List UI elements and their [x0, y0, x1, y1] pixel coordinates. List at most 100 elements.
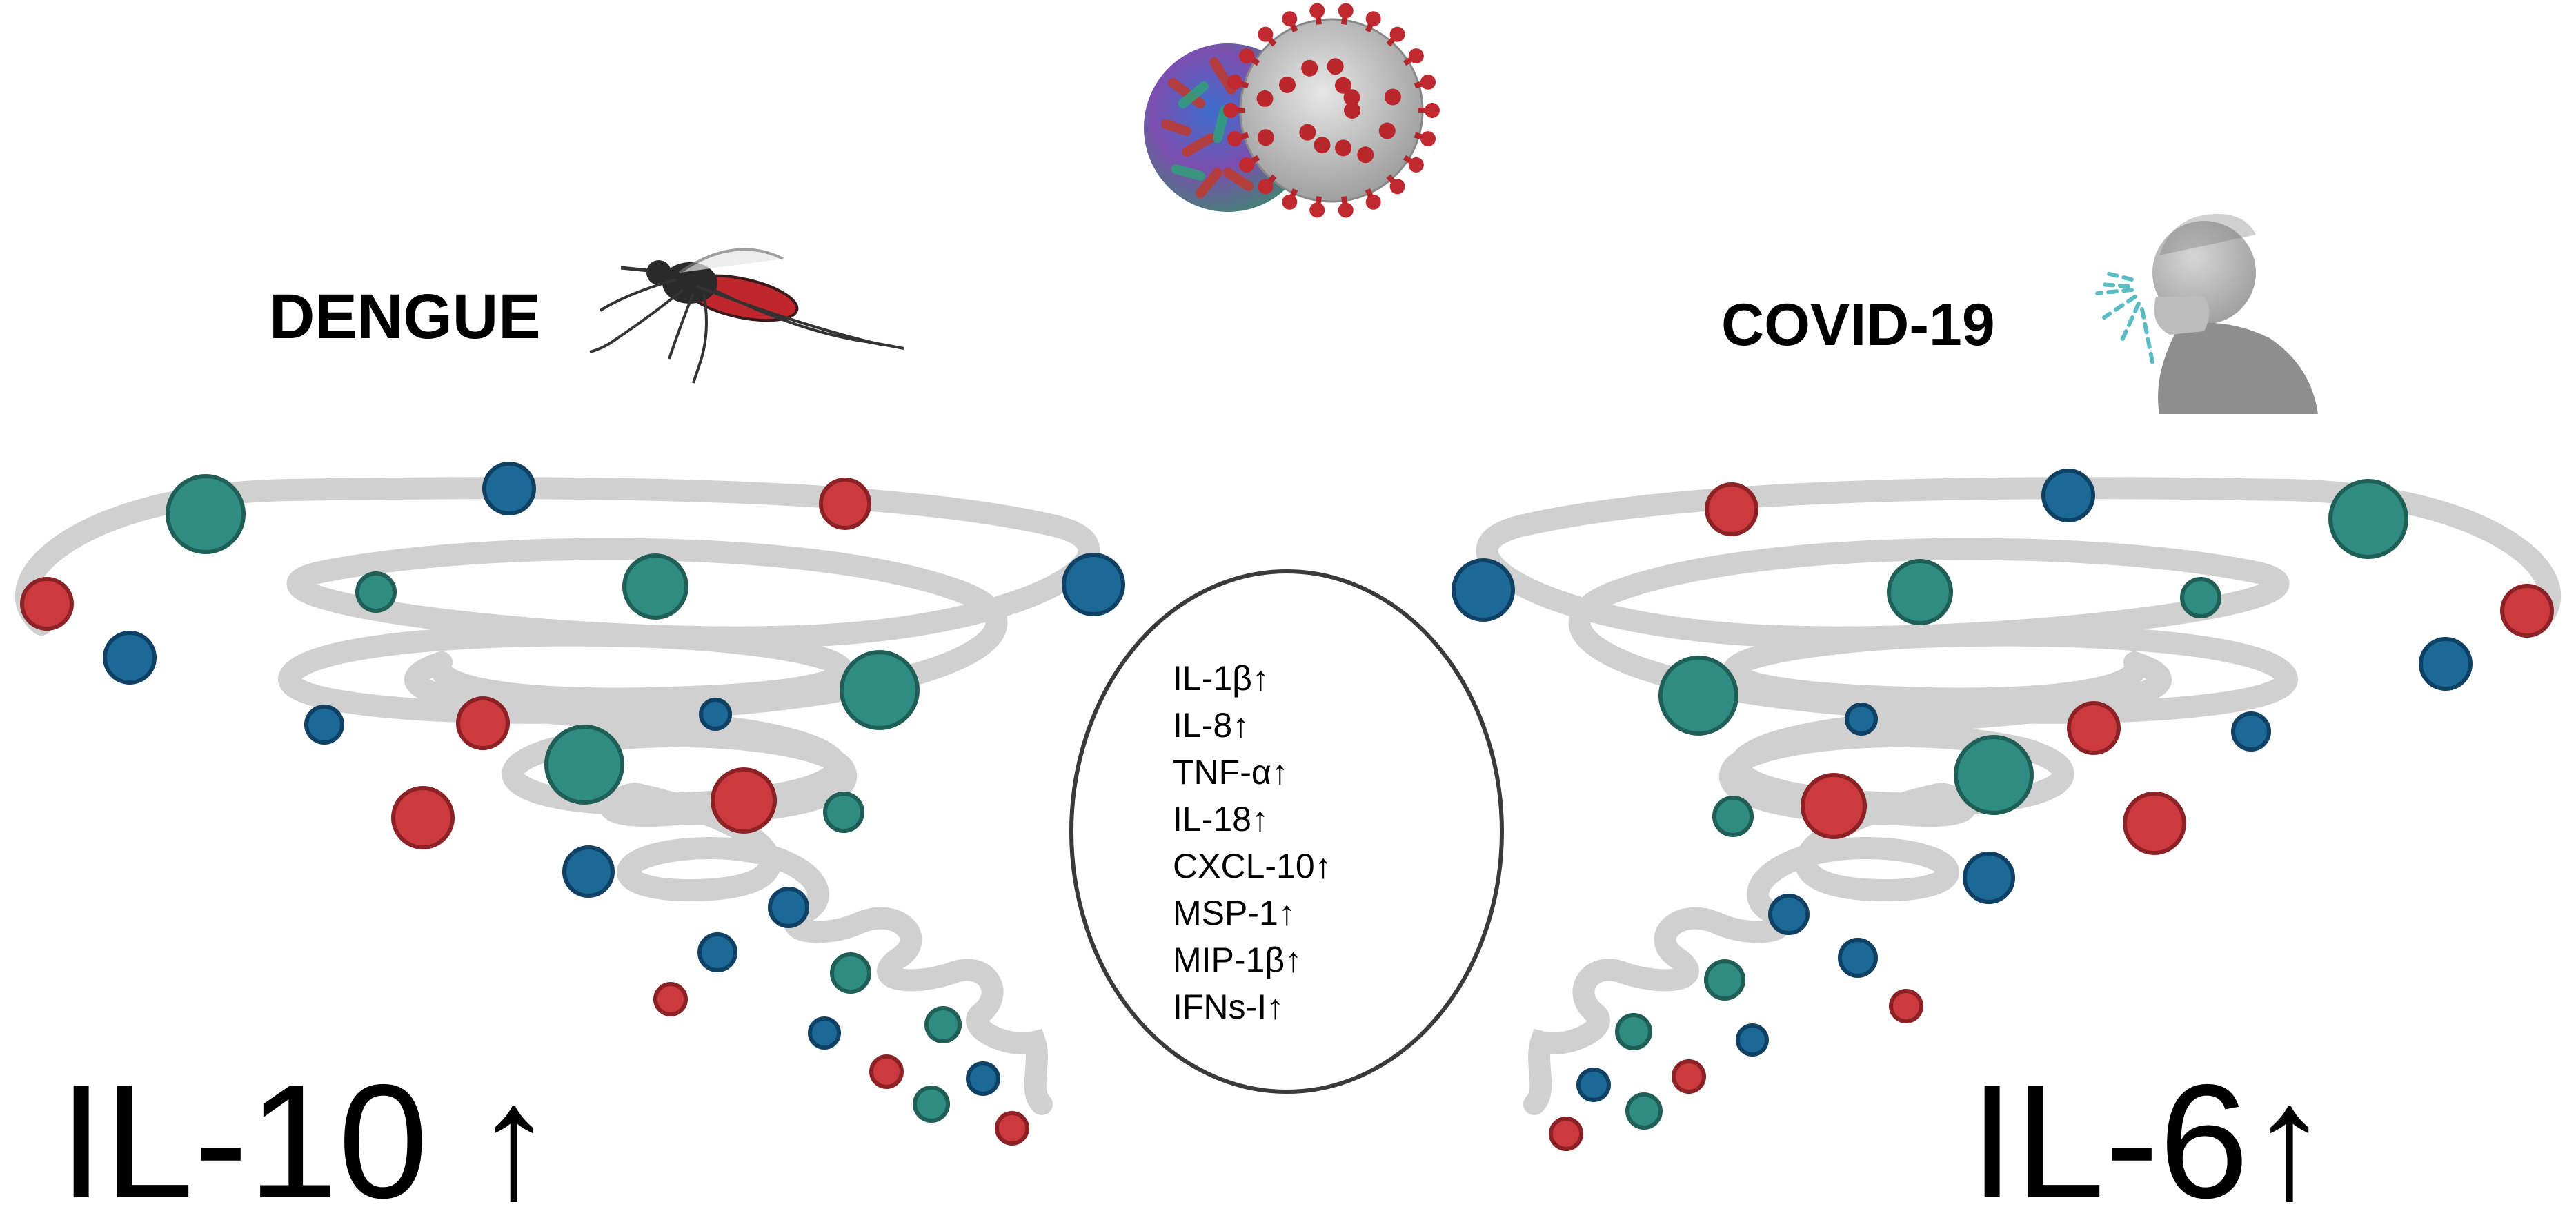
cytokine-dot: [2067, 701, 2121, 755]
cytokine-dot: [1889, 989, 1923, 1023]
left-cytokine-spiral: [14, 477, 1100, 1115]
cytokine-item: CXCL-10↑: [1173, 847, 1332, 885]
surface-spike: [1334, 77, 1351, 94]
surface-spike: [1343, 89, 1360, 106]
cytokine-dot: [1838, 938, 1878, 978]
cytokine-dot: [1705, 482, 1758, 536]
cytokine-dot: [830, 952, 871, 994]
cytokine-dot: [966, 1061, 1000, 1096]
surface-spike: [1278, 76, 1296, 93]
cytokine-dot: [653, 982, 688, 1016]
cytokine-dot: [2500, 584, 2554, 638]
cytokine-dot: [1452, 558, 1515, 622]
cytokine-dot: [1736, 1023, 1769, 1057]
spike-head: [1227, 131, 1242, 147]
cytokine-dot: [1549, 1117, 1583, 1151]
spike-head: [1223, 103, 1238, 118]
spike-head: [1227, 74, 1242, 90]
surface-spike: [1257, 129, 1274, 146]
cytokine-dot: [840, 650, 920, 730]
coughing-person-icon: [2095, 214, 2318, 414]
cytokine-dot: [924, 1006, 962, 1043]
spike-head: [1338, 202, 1354, 218]
cytokine-dot: [1658, 656, 1738, 736]
dengue-label: DENGUE: [269, 282, 541, 352]
cytokine-dot: [808, 1016, 841, 1050]
cytokine-dot: [355, 571, 397, 613]
cytokine-dot: [1625, 1092, 1663, 1130]
cytokine-dot: [913, 1086, 950, 1123]
cytokine-dot: [1672, 1059, 1706, 1094]
cytokine-dot: [20, 577, 74, 631]
mosquito-icon: [589, 248, 904, 384]
spike-head: [1365, 11, 1381, 27]
cytokine-dot: [2328, 479, 2408, 559]
cytokine-dot: [456, 696, 510, 750]
cytokine-dot: [1963, 852, 2015, 904]
cytokine-dot: [2041, 469, 2095, 522]
cytokine-item: MSP-1↑: [1173, 894, 1296, 932]
surface-spike: [1357, 146, 1374, 164]
surface-spike: [1327, 58, 1344, 75]
cytokine-dot: [869, 1054, 904, 1089]
surface-spike: [1301, 59, 1318, 77]
left-cytokine-dots: [20, 462, 1125, 1146]
cytokine-dot: [995, 1111, 1029, 1146]
surface-spike: [1344, 102, 1360, 119]
surface-spike: [1256, 90, 1274, 107]
spike-head: [1365, 194, 1381, 210]
spike-head: [1282, 194, 1298, 210]
right-cytokine-dots: [1452, 469, 2554, 1151]
spike-head: [1309, 202, 1325, 218]
cytokine-item: MIP-1β↑: [1173, 941, 1302, 979]
spike-head: [1338, 3, 1354, 19]
spike-head: [1408, 157, 1424, 173]
cytokine-dot: [2231, 711, 2271, 752]
cytokine-list: IL-1β↑ IL-8↑ TNF-α↑ IL-18↑ CXCL-10↑ MSP-…: [1173, 659, 1332, 1026]
virus-pair-icon: [1144, 3, 1440, 218]
cytokine-dot: [1704, 959, 1745, 1001]
cytokine-dot: [1576, 1068, 1611, 1102]
cytokine-dot: [304, 705, 344, 745]
spike-head: [1258, 26, 1274, 42]
spike-head: [1309, 3, 1325, 19]
left-bottom-label: IL-10 ↑: [59, 1050, 554, 1218]
cytokine-dot: [1062, 553, 1125, 616]
spike-head: [1258, 179, 1274, 195]
surface-spike: [1299, 124, 1316, 141]
cytokine-dot: [1845, 703, 1878, 736]
surface-spike: [1378, 122, 1396, 139]
cytokine-item: IL-8↑: [1173, 706, 1249, 745]
cytokine-dot: [1712, 796, 1754, 837]
spike-head: [1408, 48, 1424, 64]
cytokine-dot: [2180, 577, 2221, 618]
cytokine-dot: [562, 845, 615, 898]
surface-spike: [1335, 139, 1352, 157]
right-bottom-label: IL-6↑: [1970, 1050, 2330, 1218]
spike-head: [1389, 179, 1405, 195]
spike-head: [1239, 157, 1255, 173]
spike-head: [1282, 11, 1298, 27]
spike-head: [1425, 103, 1440, 118]
cytokine-dot: [482, 462, 536, 515]
spike-head: [1389, 26, 1405, 42]
sars-cov-2-icon: [1223, 3, 1440, 218]
cytokine-dot: [823, 792, 864, 833]
spike-head: [1420, 131, 1436, 147]
surface-spike: [1384, 88, 1401, 106]
covid-label: COVID-19: [1721, 292, 1995, 358]
spike-head: [1239, 48, 1255, 64]
cytokine-dot: [819, 478, 871, 530]
cytokine-item: IL-18↑: [1173, 800, 1269, 838]
cytokine-dot: [103, 631, 157, 685]
cytokine-dot: [544, 725, 624, 805]
cytokine-dot: [1954, 735, 2034, 815]
cytokine-dot: [166, 474, 246, 554]
cytokine-dot: [1887, 559, 1953, 625]
cytokine-dot: [711, 767, 777, 834]
cytokine-dot: [622, 553, 688, 620]
cytokine-item: IFNs-I↑: [1173, 988, 1284, 1026]
cytokine-dot: [391, 786, 455, 849]
cytokine-item: IL-1β↑: [1173, 659, 1269, 698]
